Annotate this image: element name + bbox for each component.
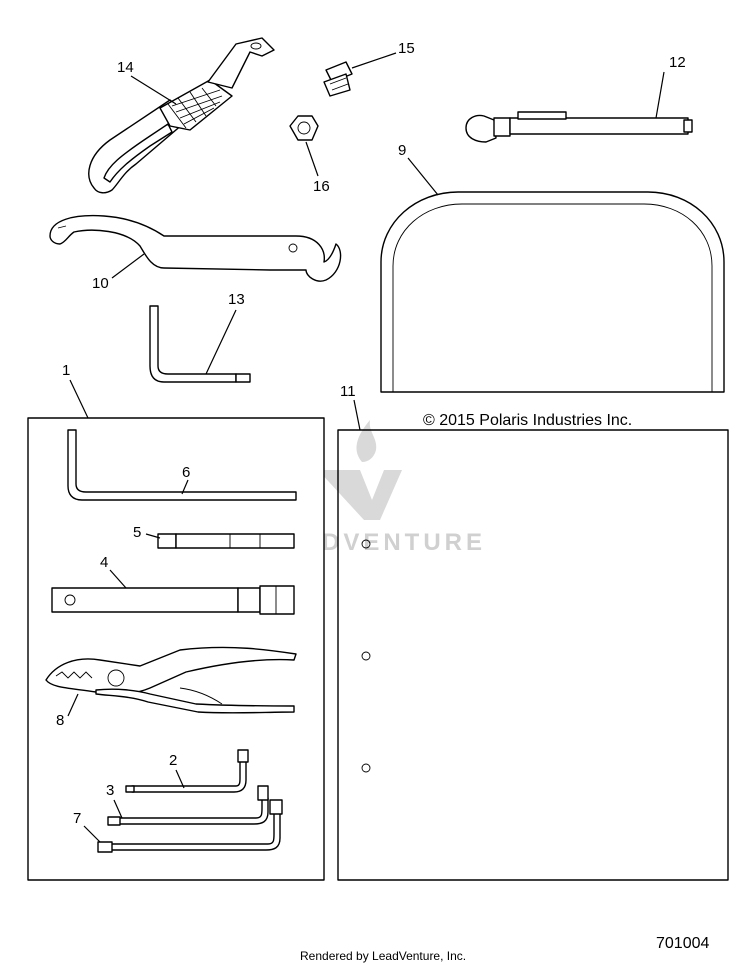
- callout-7: 7: [73, 810, 101, 843]
- callout-6: 6: [181, 464, 190, 495]
- callout-11: 11: [340, 383, 361, 431]
- callout-9: 9: [398, 142, 439, 196]
- callout-10-label: 10: [92, 275, 109, 292]
- part-16-nut: [289, 115, 319, 141]
- copyright-notice: © 2015 Polaris Industries Inc.: [423, 412, 632, 429]
- callout-1: 1: [62, 362, 89, 419]
- callout-3: 3: [106, 782, 123, 819]
- callout-12-label: 12: [669, 54, 686, 71]
- callout-8-label: 8: [56, 712, 64, 729]
- callout-15-label: 15: [398, 40, 415, 57]
- part-2-torx-key: [125, 749, 249, 793]
- part-13-hex-key: [149, 305, 251, 383]
- part-9-frame: [380, 191, 725, 393]
- callout-15: 15: [351, 40, 415, 69]
- callout-16: 16: [305, 141, 330, 195]
- callout-4-label: 4: [100, 554, 108, 571]
- callout-3-label: 3: [106, 782, 114, 799]
- callout-14: 14: [117, 59, 177, 105]
- callout-8: 8: [56, 693, 79, 729]
- callout-13: 13: [205, 291, 245, 375]
- callout-2: 2: [169, 752, 185, 789]
- callout-12: 12: [655, 54, 686, 119]
- callout-11-label: 11: [340, 383, 356, 400]
- part-3-torx-key: [107, 785, 269, 826]
- part-8-pliers: [45, 646, 297, 714]
- callout-6-label: 6: [182, 464, 190, 481]
- callout-5: 5: [133, 524, 161, 541]
- part-7-torx-key: [97, 799, 283, 853]
- callout-16-label: 16: [313, 178, 330, 195]
- part-11-manual: [337, 429, 729, 881]
- part-10-spanner: [49, 214, 342, 282]
- callout-10: 10: [92, 253, 145, 292]
- callout-9-label: 9: [398, 142, 406, 159]
- callout-5-label: 5: [133, 524, 141, 541]
- part-15-bolt: [323, 61, 353, 97]
- callout-1-label: 1: [62, 362, 70, 379]
- part-5-socket: [157, 533, 295, 549]
- footer-credit: Rendered by LeadVenture, Inc.: [300, 949, 466, 963]
- diagram-number: 701004: [656, 935, 709, 952]
- part-12-pen: [465, 111, 693, 143]
- part-4-plug-wrench: [51, 585, 295, 615]
- part-14-strap: [88, 37, 275, 194]
- callout-14-label: 14: [117, 59, 134, 76]
- callout-2-label: 2: [169, 752, 177, 769]
- callout-7-label: 7: [73, 810, 81, 827]
- callout-4: 4: [100, 554, 127, 589]
- callout-13-label: 13: [228, 291, 245, 308]
- part-6-hex-key: [67, 429, 297, 501]
